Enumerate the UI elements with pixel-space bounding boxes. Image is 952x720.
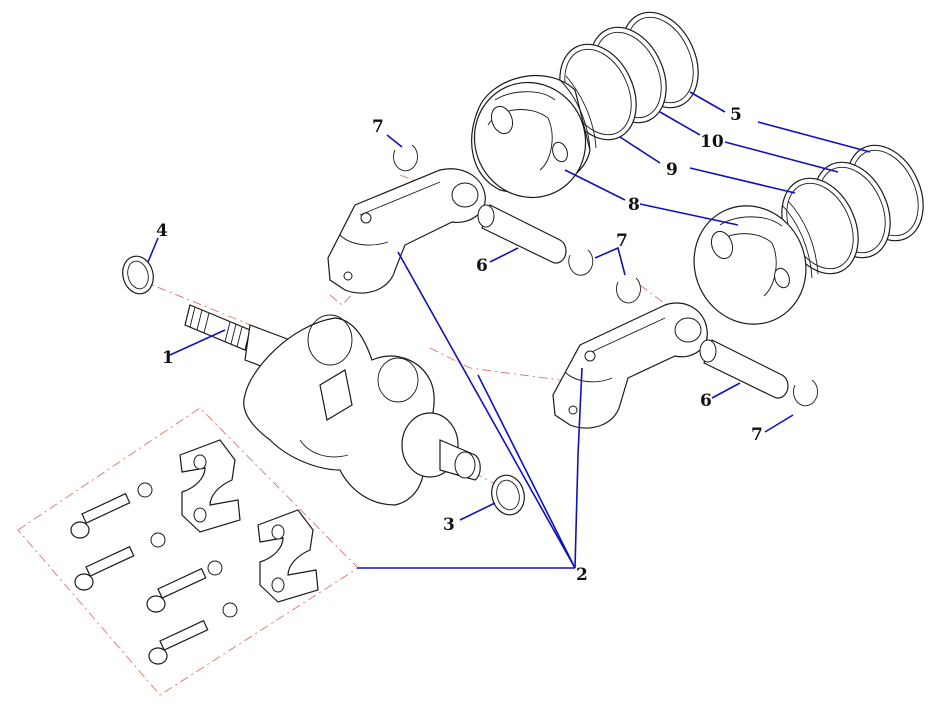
bearing-bolt-group xyxy=(70,482,238,665)
label-part-8: 8 xyxy=(628,195,640,215)
connecting-rod-upper xyxy=(327,168,486,294)
label-part-10: 10 xyxy=(700,132,724,152)
connecting-rod-lower xyxy=(552,302,708,429)
piston-pin-lower xyxy=(699,339,789,399)
piston-upper xyxy=(471,75,597,199)
bearing-cap-left xyxy=(179,439,241,533)
part-labels: 1 2 3 4 5 6 6 7 7 7 8 9 10 xyxy=(156,105,763,585)
label-part-6-lower: 6 xyxy=(700,391,712,411)
label-part-7-middle: 7 xyxy=(616,231,628,251)
crankshaft xyxy=(184,304,481,506)
oil-seal-left xyxy=(122,255,154,295)
bearing-cap-right xyxy=(257,509,319,603)
leader-lines xyxy=(147,91,871,569)
circlip-group xyxy=(393,144,818,407)
label-part-1: 1 xyxy=(162,348,174,368)
piston-lower xyxy=(693,200,819,325)
label-part-7-bottom: 7 xyxy=(751,425,763,445)
label-part-5: 5 xyxy=(730,105,742,125)
piston-pin-upper xyxy=(477,204,567,264)
label-part-4: 4 xyxy=(156,221,168,241)
label-part-9: 9 xyxy=(666,160,678,180)
label-part-2: 2 xyxy=(576,565,588,585)
label-part-7-top: 7 xyxy=(372,117,384,137)
label-part-6-upper: 6 xyxy=(476,256,488,276)
oil-seal-right xyxy=(491,474,525,516)
label-part-3: 3 xyxy=(443,515,455,535)
